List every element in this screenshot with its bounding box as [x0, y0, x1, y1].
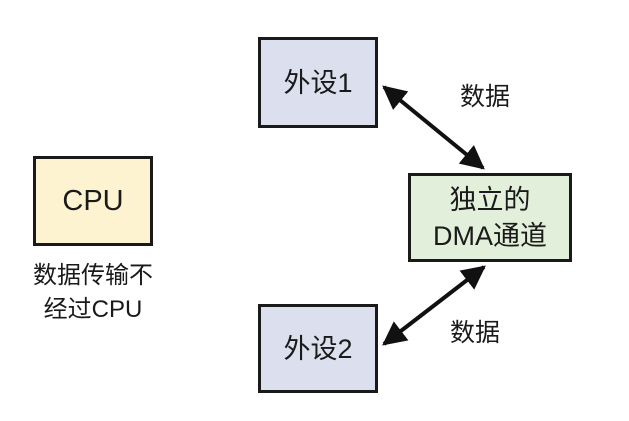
node-dma-label-line2: DMA通道: [433, 220, 547, 251]
node-peripheral-2-label: 外设2: [283, 333, 353, 364]
node-dma-label-line1: 独立的: [449, 184, 531, 215]
cpu-caption-line1: 数据传输不: [33, 262, 153, 289]
node-peripheral-2: 外设2: [258, 304, 378, 393]
cpu-caption-line2: 经过CPU: [43, 296, 143, 323]
cpu-caption: 数据传输不 经过CPU: [8, 259, 178, 327]
node-cpu-label: CPU: [62, 185, 124, 217]
edge-label-data-top: 数据: [459, 83, 510, 111]
node-cpu: CPU: [33, 156, 153, 246]
edge-label-data-bottom: 数据: [449, 319, 500, 347]
node-peripheral-1: 外设1: [258, 37, 378, 128]
node-peripheral-1-label: 外设1: [283, 67, 353, 98]
node-dma-channel: 独立的 DMA通道: [408, 173, 572, 262]
